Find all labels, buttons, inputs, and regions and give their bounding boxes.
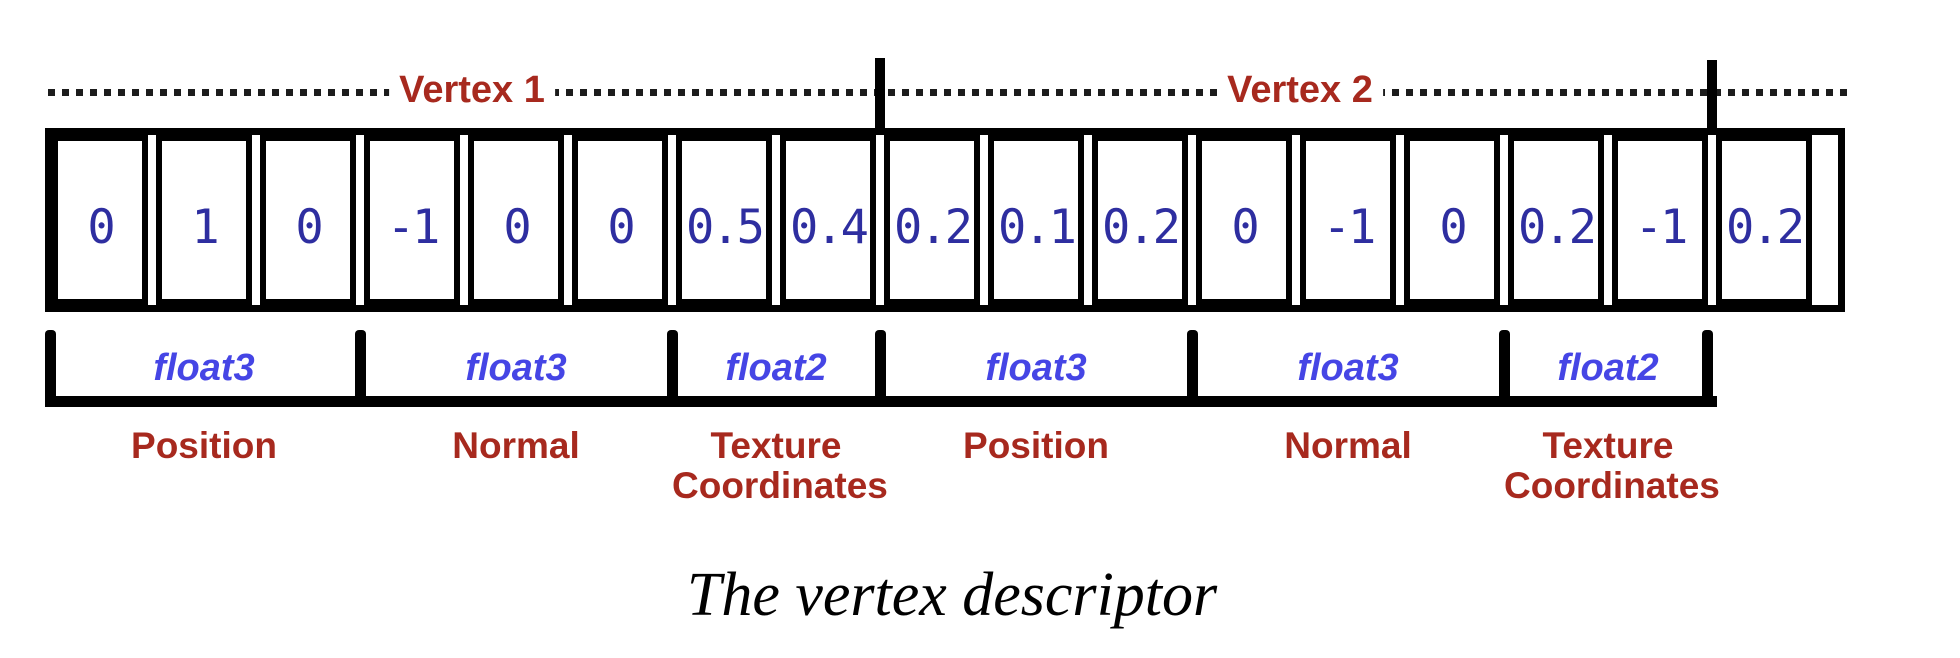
memory-cell-3: -1	[364, 135, 460, 305]
memory-cell-12: -1	[1300, 135, 1396, 305]
bracket-tick-3	[875, 330, 886, 407]
group-name-label-2: Texture Coordinates	[672, 425, 888, 506]
memory-cell-13: 0	[1404, 135, 1500, 305]
vertex-ruler-dotted-line	[48, 89, 1852, 96]
memory-cell-0: 0	[52, 135, 148, 305]
group-type-label-0: float3	[153, 347, 255, 389]
memory-cell-14: 0.2	[1508, 135, 1604, 305]
figure-caption: The vertex descriptor	[686, 561, 1218, 629]
group-name-label-5: Texture Coordinates	[1504, 425, 1720, 506]
bracket-tick-4	[1187, 330, 1198, 407]
memory-cell-1: 1	[156, 135, 252, 305]
group-name-label-1: Normal	[452, 425, 580, 466]
vertex-separator-tick-2	[1707, 60, 1717, 132]
memory-cell-5: 0	[572, 135, 668, 305]
group-type-label-2: float2	[725, 347, 827, 389]
group-type-label-1: float3	[465, 347, 567, 389]
memory-cell-10: 0.2	[1092, 135, 1188, 305]
memory-cell-2: 0	[260, 135, 356, 305]
memory-cell-9: 0.1	[988, 135, 1084, 305]
memory-cell-8: 0.2	[884, 135, 980, 305]
vertex-separator-tick-1	[875, 58, 885, 132]
group-type-label-4: float3	[1297, 347, 1399, 389]
bracket-tick-0	[45, 330, 56, 407]
vertex1-label: Vertex 1	[389, 68, 555, 112]
memory-cell-15: -1	[1612, 135, 1708, 305]
group-name-label-4: Normal	[1284, 425, 1412, 466]
memory-cell-11: 0	[1196, 135, 1292, 305]
group-type-label-5: float2	[1557, 347, 1659, 389]
vertex2-label: Vertex 2	[1217, 68, 1383, 112]
bracket-tick-1	[355, 330, 366, 407]
memory-cell-4: 0	[468, 135, 564, 305]
bracket-tick-end	[1702, 330, 1713, 407]
group-name-label-0: Position	[131, 425, 277, 466]
memory-cell-16: 0.2	[1716, 135, 1812, 305]
bracket-tick-5	[1499, 330, 1510, 407]
bracket-tick-2	[667, 330, 678, 407]
memory-cell-7: 0.4	[780, 135, 876, 305]
group-type-label-3: float3	[985, 347, 1087, 389]
memory-cell-6: 0.5	[676, 135, 772, 305]
group-name-label-3: Position	[963, 425, 1109, 466]
